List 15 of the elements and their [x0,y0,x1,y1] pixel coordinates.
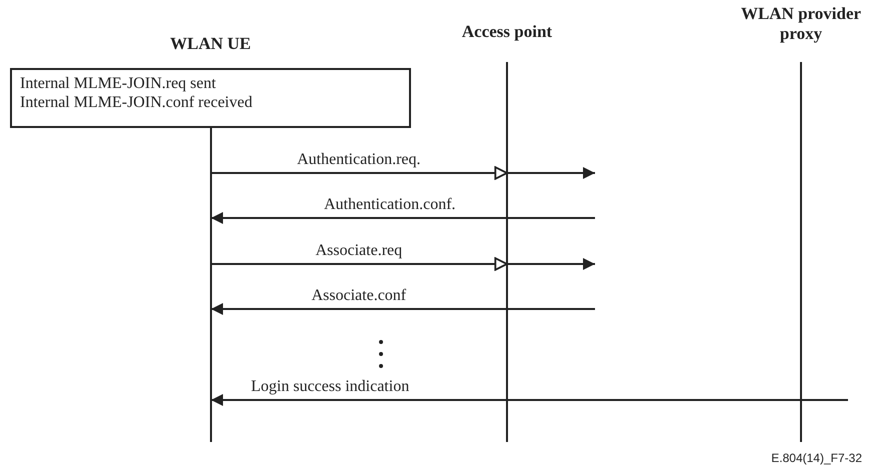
message-arrow [211,166,508,180]
participant-label: Access point [460,22,554,42]
message-label: Login success indication [249,378,412,396]
box-text: Internal MLME-JOIN.conf received [20,93,254,112]
message-arrow [507,258,595,270]
message-arrow [211,394,848,406]
message-arrow [507,167,595,179]
message-arrow [211,257,508,271]
figure-code: E.804(14)_F7-32 [771,451,862,465]
message-arrow [211,303,595,315]
box-text: Internal MLME-JOIN.req sent [20,74,217,93]
participant-label: WLAN provider proxy [740,4,862,44]
message-label: Associate.req [314,242,404,260]
participant-label: WLAN UE [169,34,252,54]
message-arrow [211,212,595,224]
